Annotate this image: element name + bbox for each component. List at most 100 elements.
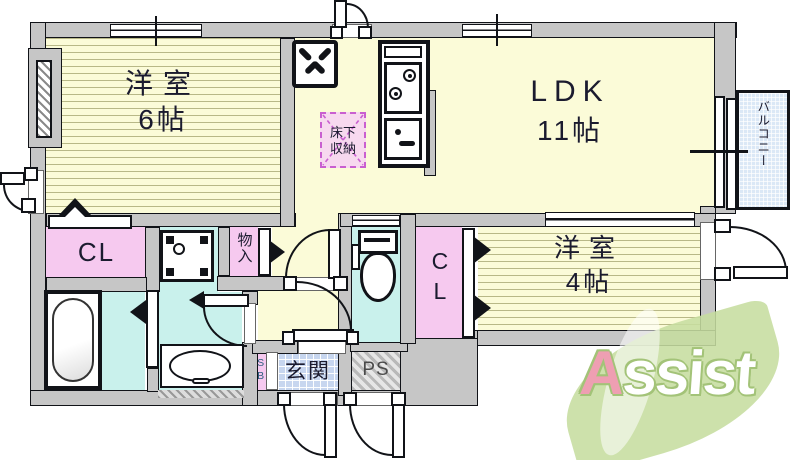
pipe-space-label: PS (362, 359, 390, 380)
door-panel (0, 172, 25, 185)
logo-first-letter: A (577, 339, 626, 408)
pan-corner (166, 236, 174, 244)
door-hinge (282, 331, 295, 345)
faucet-dot (395, 129, 401, 135)
entrance-label: 玄関 (285, 360, 331, 383)
door-hinge (330, 26, 343, 39)
shoe-box-counter (266, 352, 278, 390)
bifold-arrow (473, 294, 491, 322)
room-label-ldk: LDK 11帖 (420, 72, 720, 150)
logo-text: Assist (578, 338, 757, 409)
window-ldk-western4 (545, 212, 695, 227)
door-swing-arc (347, 3, 369, 28)
door-hinge (343, 392, 357, 406)
wall-bath-wash-b (147, 368, 159, 392)
faucet-lever (399, 141, 415, 146)
pan-corner (200, 268, 208, 276)
door-swing-arc (283, 404, 325, 456)
pan-corner (200, 236, 208, 244)
underfloor-line2: 収納 (329, 141, 356, 157)
room-name: LDK (530, 75, 610, 108)
storage-area (230, 227, 258, 276)
pan-corner (166, 268, 174, 276)
door-hinge (346, 331, 359, 345)
door-hinge (333, 276, 348, 291)
bathtub-icon (44, 290, 102, 390)
closet-right-label: CL (426, 248, 453, 308)
balcony-label: バルコニー (755, 100, 770, 168)
tub-inner (52, 298, 94, 382)
storage-label: 物入 (235, 232, 253, 264)
door-hinge (391, 392, 406, 406)
vanity-sink-icon (160, 344, 244, 388)
x-mark-icon (299, 48, 331, 80)
wall-bath-wash-a (145, 227, 160, 292)
closet-right-bifold-door (462, 228, 475, 338)
folding-door-arrow (269, 240, 285, 264)
door-panel (292, 329, 354, 342)
underfloor-storage-label: 床下 収納 (322, 114, 364, 158)
door-hinge (24, 167, 38, 181)
room-western6-floor (46, 38, 280, 213)
toilet-bowl (360, 252, 396, 302)
wall-hall (217, 276, 293, 291)
room-size: 4帖 (565, 266, 613, 297)
wall-western6-right (280, 38, 295, 227)
room-size: 6帖 (138, 104, 188, 136)
closet-right-area (416, 227, 462, 338)
closet-left-area (46, 227, 147, 277)
pipe-space-area (352, 352, 400, 390)
washing-machine-pan-icon (160, 230, 214, 282)
wall-toilet-ps (350, 342, 408, 352)
door-panel (203, 294, 249, 307)
door-hinge (283, 276, 297, 291)
room-name: 洋室 (553, 233, 624, 263)
closet-left-label: CL (77, 237, 116, 267)
closet-sliding-door (48, 215, 132, 229)
balcony-area (736, 90, 790, 210)
door-panel (328, 229, 341, 279)
door-hinge (714, 219, 731, 233)
wall-storage-left (218, 227, 230, 276)
entrance-floor (278, 352, 338, 390)
shoe-box-label: SB (254, 357, 267, 383)
bath-folding-door (146, 290, 159, 368)
balcony-sliding-door (726, 98, 737, 210)
assist-logo: Assist (547, 297, 800, 460)
door-panel (334, 0, 347, 28)
toilet-icon (351, 228, 401, 306)
window-left-hatched (36, 60, 52, 138)
burner-icon (389, 87, 402, 100)
door-hinge (277, 392, 291, 406)
doorway (700, 222, 716, 280)
underfloor-line1: 床下 (329, 125, 356, 140)
kitchen-counter (378, 40, 430, 168)
door-swing-arc (349, 404, 392, 456)
door-hinge (714, 267, 731, 281)
door-direction-arrow (189, 291, 204, 309)
door-panel (324, 404, 337, 458)
x-mark-icon (322, 114, 364, 166)
underfloor-storage-marker: 床下 収納 (320, 112, 366, 168)
door-panel (733, 266, 788, 279)
room-label-western4: 洋室 4帖 (478, 232, 700, 300)
burner-dot (394, 92, 398, 96)
room-label-western6: 洋室 6帖 (46, 66, 280, 139)
window-tick (690, 150, 748, 153)
hatch-strip (158, 390, 244, 398)
range-marker-icon (292, 40, 338, 88)
room-size: 11帖 (536, 115, 604, 146)
room-name: 洋室 (124, 68, 201, 99)
toilet-tank (358, 230, 398, 254)
wall-toilet-right (400, 214, 416, 344)
burner-icon (403, 69, 416, 82)
doorway (298, 340, 346, 354)
sliding-door-arrow-inner (65, 207, 85, 217)
pan-drain (173, 243, 185, 255)
burner-dot (408, 74, 412, 78)
logo-rest: ssist (620, 339, 757, 408)
bifold-arrow (473, 236, 491, 264)
bath-door-arrow (130, 300, 146, 324)
window-tick (496, 14, 498, 46)
